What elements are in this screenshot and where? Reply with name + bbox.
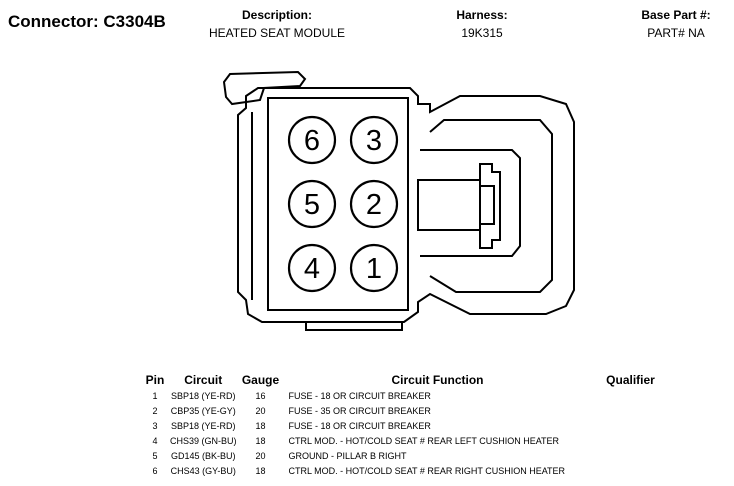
cell-function: FUSE - 18 OR CIRCUIT BREAKER [288,420,431,431]
table-row: 5 GD145 (BK-BU) 20 GROUND - PILLAR B RIG… [142,448,673,463]
cell-circuit: SBP18 (YE-RD) [170,420,236,431]
pin-table: Pin Circuit Gauge Circuit Function Quali… [142,372,673,478]
harness-label: Harness: [456,8,508,22]
harness-value: 19K315 [461,26,503,40]
latch-stub [417,179,481,231]
latch-tip [479,185,495,225]
cell-gauge: 20 [255,405,266,416]
cell-pin: 5 [152,450,158,461]
pin-cavity-3 [349,115,399,165]
cell-pin: 3 [152,420,158,431]
pin-label: 1 [366,253,382,285]
cell-pin: 4 [152,435,158,446]
cell-pin: 6 [152,465,158,476]
pin-label: 6 [304,125,320,157]
lock-arm [429,119,553,293]
pin-label: 4 [304,253,320,285]
cell-circuit: GD145 (BK-BU) [170,450,236,461]
table-row: 4 CHS39 (GN-BU) 18 CTRL MOD. - HOT/COLD … [142,433,673,448]
latch-step [479,163,501,249]
description-value: HEATED SEAT MODULE [208,26,346,40]
table-row: 6 CHS43 (GY-BU) 18 CTRL MOD. - HOT/COLD … [142,463,673,478]
pin-label: 5 [304,189,320,221]
col-pin: Pin [145,373,165,387]
cell-function: GROUND - PILLAR B RIGHT [288,450,407,461]
cell-gauge: 16 [255,390,266,401]
cell-gauge: 18 [255,420,266,431]
pin-label: 2 [366,189,382,221]
cell-gauge: 18 [255,465,266,476]
pin-cavity-5 [287,179,337,229]
pin-cavity-6 [287,115,337,165]
col-gauge: Gauge [241,373,280,387]
cell-pin: 2 [152,405,158,416]
cell-qualifier [589,448,673,463]
cell-qualifier [589,418,673,433]
col-function: Circuit Function [391,373,484,387]
cell-function: FUSE - 18 OR CIRCUIT BREAKER [288,390,431,401]
cell-gauge: 20 [255,450,266,461]
pin-label: 3 [366,125,382,157]
description-label: Description: [241,8,312,22]
cell-qualifier [589,433,673,448]
connector-id: C3304B [103,12,166,31]
pin-cavity-4 [287,243,337,293]
housing-outline [237,87,575,323]
cell-circuit: CBP35 (YE-GY) [170,405,236,416]
cell-qualifier [589,463,673,478]
cell-qualifier [589,388,673,403]
cell-circuit: CHS43 (GY-BU) [170,465,236,476]
cell-function: CTRL MOD. - HOT/COLD SEAT # REAR LEFT CU… [288,435,560,446]
col-qualifier: Qualifier [606,373,655,387]
cell-function: CTRL MOD. - HOT/COLD SEAT # REAR RIGHT C… [288,465,566,476]
bottom-flange [305,322,403,331]
cell-pin: 1 [152,390,158,401]
cell-circuit: SBP18 (YE-RD) [170,390,236,401]
table-row: 1 SBP18 (YE-RD) 16 FUSE - 18 OR CIRCUIT … [142,388,673,403]
pin-cavity-1 [349,243,399,293]
pin-table-header: Pin Circuit Gauge Circuit Function Quali… [142,372,673,388]
pin-cavity-2 [349,179,399,229]
latch-tab [222,70,307,106]
cell-function: FUSE - 35 OR CIRCUIT BREAKER [288,405,431,416]
table-row: 3 SBP18 (YE-RD) 18 FUSE - 18 OR CIRCUIT … [142,418,673,433]
base-part-value: PART# NA [647,26,705,40]
connector-diagram: 6 3 5 2 4 1 [222,70,575,331]
col-circuit: Circuit [184,373,223,387]
cavity-face [267,97,409,311]
cell-gauge: 18 [255,435,266,446]
connector-label: Connector: [8,12,99,31]
cell-circuit: CHS39 (GN-BU) [170,435,237,446]
lock-arm-inner [420,149,521,257]
base-part-label: Base Part #: [641,8,711,22]
table-row: 2 CBP35 (YE-GY) 20 FUSE - 35 OR CIRCUIT … [142,403,673,418]
cell-qualifier [589,403,673,418]
connector-title: Connector: C3304B [8,12,166,32]
